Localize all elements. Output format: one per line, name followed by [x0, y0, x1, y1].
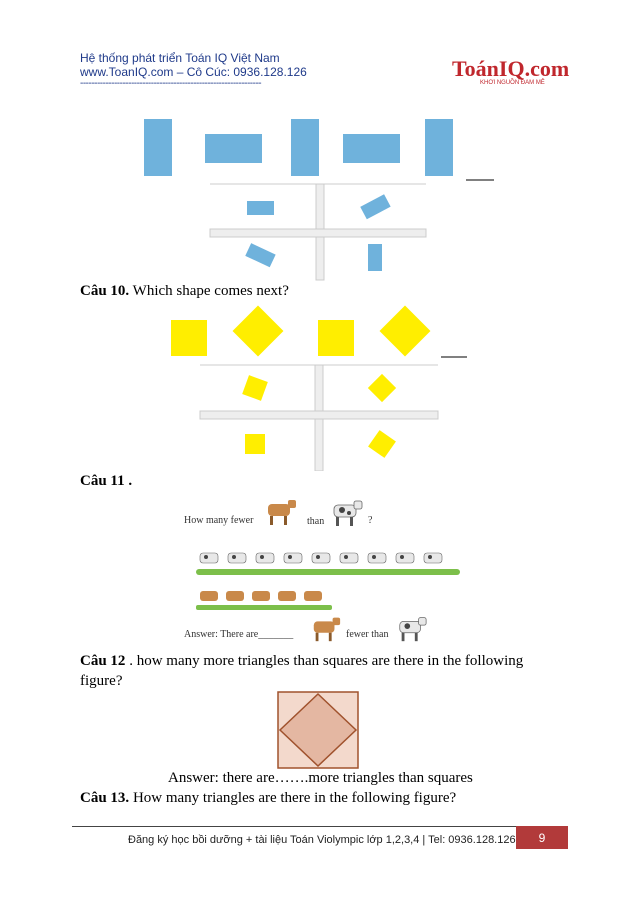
question-13: Câu 13. How many triangles are there in …: [80, 790, 456, 807]
question-12-continued: figure?: [80, 673, 123, 689]
logo-main-text: ToánIQ.com: [452, 56, 570, 81]
question-10-label: Câu 10.: [80, 283, 130, 299]
yellow-square-1: [171, 320, 207, 356]
cow-answer-left: Answer: There are_______: [184, 629, 294, 640]
spotted-cow-row: [196, 552, 460, 575]
question-12-text: . how many more triangles than squares a…: [125, 653, 524, 669]
cow-figure: How many fewer than ?: [178, 490, 464, 646]
question-11: Câu 11 .: [80, 473, 132, 490]
cow-prompt-end: ?: [368, 515, 373, 526]
cow-prompt-mid: than: [307, 516, 325, 527]
yellow-option-d: [368, 430, 396, 458]
question-12-label: Câu 12: [80, 653, 126, 669]
yellow-diamond-2: [379, 305, 431, 357]
logo-sub-text: KHƠI NGUỒN ĐAM MÊ: [480, 80, 545, 86]
yellow-diamond-1: [232, 305, 284, 357]
footer-divider: [72, 826, 568, 827]
question-12-answer: Answer: there are…….more triangles than …: [168, 770, 473, 786]
cow-prompt-left: How many fewer: [184, 515, 254, 526]
blue-rect-tall-1: [144, 119, 172, 176]
spotted-cow-icon: [333, 500, 363, 526]
spotted-cow-icon-answer: [399, 617, 427, 642]
blue-rect-wide-2: [343, 134, 400, 163]
option-d-shape: [368, 244, 382, 271]
question-13-label: Câu 13.: [80, 790, 130, 806]
brown-cow-icon: [268, 500, 296, 525]
blue-rect-tall-3: [425, 119, 453, 176]
brown-cow-icon-answer: [313, 617, 341, 642]
question-11-label: Câu 11 .: [80, 473, 133, 489]
cow-answer-right: fewer than: [346, 629, 389, 640]
option-a-shape: [247, 201, 274, 215]
brown-cow-row: [196, 591, 332, 610]
header-contact: www.ToanIQ.com – Cô Cúc: 0936.128.126: [80, 65, 307, 79]
square-diamond-figure: [277, 691, 359, 769]
option-b-shape: [360, 194, 391, 220]
question-13-text: How many triangles are there in the foll…: [129, 790, 457, 806]
page-number: 9: [516, 826, 568, 849]
blue-rect-tall-2: [291, 119, 319, 176]
header-divider: ----------------------------------------…: [80, 78, 262, 89]
yellow-option-a: [242, 375, 268, 401]
question-12: Câu 12 . how many more triangles than sq…: [80, 653, 523, 670]
yellow-option-c: [245, 434, 265, 454]
header-title: Hệ thống phát triển Toán IQ Việt Nam: [80, 51, 280, 65]
question-10: Câu 10. Which shape comes next?: [80, 283, 289, 300]
blue-rect-wide-1: [205, 134, 262, 163]
footer-text: Đăng ký học bồi dưỡng + tài liệu Toán Vi…: [128, 834, 516, 846]
question-10-text: Which shape comes next?: [129, 283, 289, 299]
blue-pattern-figure: [144, 119, 494, 281]
yellow-square-2: [318, 320, 354, 356]
site-logo: ToánIQ.com KHƠI NGUỒN ĐAM MÊ: [452, 56, 569, 92]
yellow-pattern-figure: [171, 305, 467, 471]
yellow-option-b: [367, 373, 397, 403]
option-c-shape: [245, 243, 276, 268]
